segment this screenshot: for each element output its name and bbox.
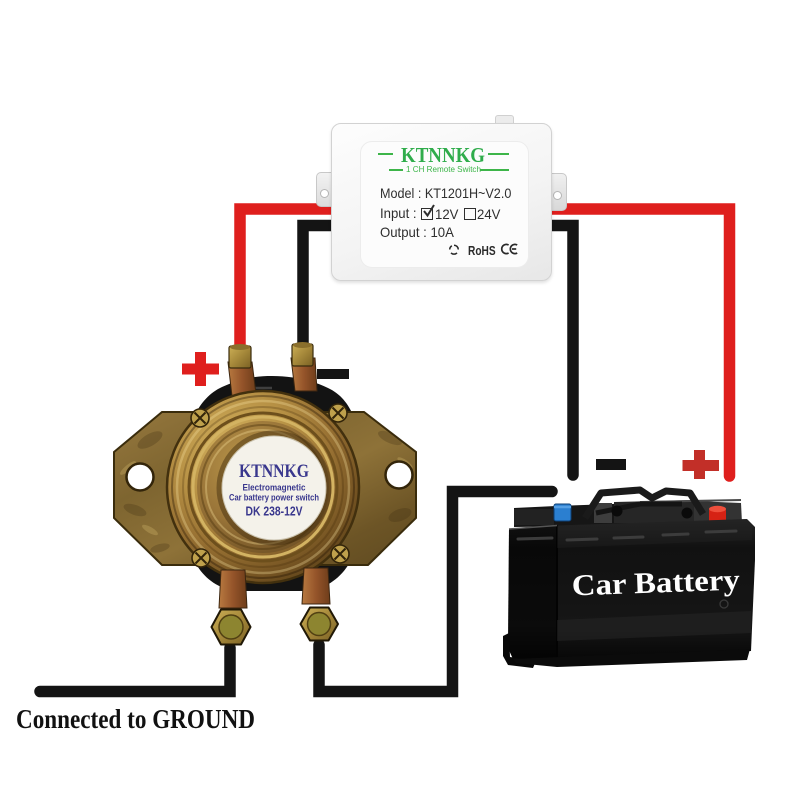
svg-text:Electromagnetic: Electromagnetic <box>243 483 306 494</box>
svg-text:Car Battery: Car Battery <box>571 564 740 603</box>
svg-text:Connected to GROUND: Connected to GROUND <box>16 704 255 734</box>
svg-text:DK 238-12V: DK 238-12V <box>246 505 304 519</box>
svg-text:Car battery power switch: Car battery power switch <box>229 493 319 503</box>
svg-text:KTNNKG: KTNNKG <box>239 461 309 482</box>
